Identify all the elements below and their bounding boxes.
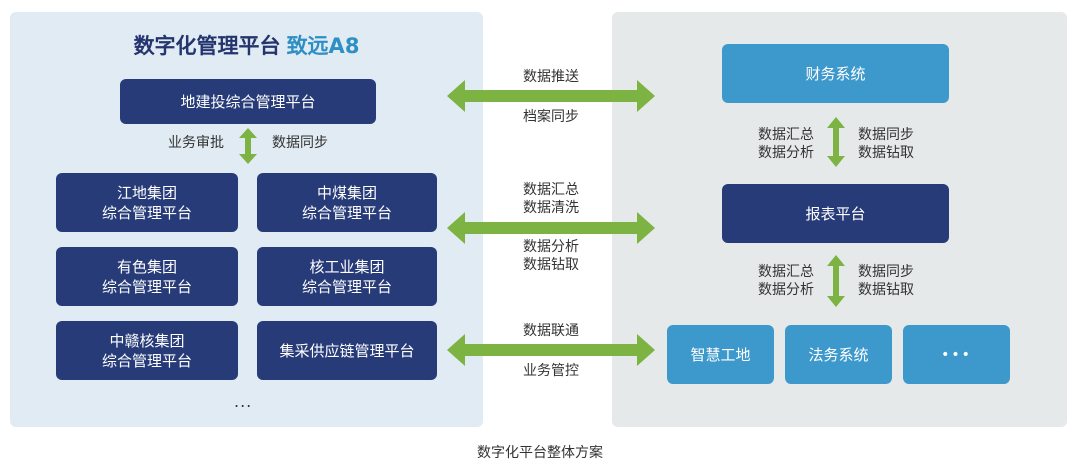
sync-vertical-arrow-right-2 [827,255,845,307]
report-platform-label: 报表平台 [805,204,866,223]
figure-caption: 数字化平台整体方案 [477,445,603,461]
arrow2-top-label: 数据汇总数据清洗 [505,181,597,217]
top-platform-label: 地建投综合管理平台 [180,92,316,111]
right-sync2-left-line1: 数据汇总 [758,264,814,280]
right-sync2-left-label: 数据汇总数据分析 [748,263,824,299]
group-box-line1: 集采供应链管理平台 [279,341,415,360]
sync-vertical-arrow-right-1 [827,117,845,167]
right-sync1-right-line2: 数据钻取 [858,145,914,161]
group-box-line2: 综合管理平台 [301,277,392,296]
arrow2-bottom-line1: 数据分析 [523,239,579,255]
right-sync1-left-label: 数据汇总数据分析 [748,126,824,162]
sync-vertical-arrow-left [239,128,257,164]
sync-label-data-sync: 数据同步 [272,135,328,151]
group-box-nuclear: 核工业集团综合管理平台 [257,247,437,306]
platform-title: 数字化管理平台 [133,34,281,58]
arrow2-top-line2: 数据清洗 [523,200,579,216]
right-sync1-left-line2: 数据分析 [758,145,814,161]
right-sync2-right-label: 数据同步数据钻取 [848,263,924,299]
right-sync2-left-line2: 数据分析 [758,282,814,298]
right-sync1-right-line1: 数据同步 [858,127,914,143]
arrow2-bottom-line2: 数据钻取 [523,257,579,273]
group-box-youse: 有色集团综合管理平台 [56,247,238,306]
right-sync1-left-line1: 数据汇总 [758,127,814,143]
legal-system-box: 法务系统 [785,325,892,384]
group-box-line1: 中赣核集团 [109,331,185,350]
left-panel-title: 数字化管理平台致远A8 [10,30,483,60]
arrow2-bottom-label: 数据分析数据钻取 [505,238,597,274]
group-box-zhonggan: 中赣核集团综合管理平台 [56,321,238,380]
more-systems-box: ••• [903,325,1010,384]
right-sync2-right-line2: 数据钻取 [858,282,914,298]
arrow1-top-label: 数据推送 [523,69,579,85]
group-box-jiangdi: 江地集团综合管理平台 [56,173,238,232]
group-box-line1: 有色集团 [116,257,177,276]
group-box-line1: 中煤集团 [316,183,377,202]
legal-system-label: 法务系统 [808,345,869,364]
report-platform-box: 报表平台 [722,184,949,243]
group-box-line2: 综合管理平台 [101,277,192,296]
group-box-line2: 综合管理平台 [301,203,392,222]
group-box-zhongmei: 中煤集团综合管理平台 [257,173,437,232]
finance-system-box: 财务系统 [722,44,949,103]
horizontal-double-arrow-1 [447,80,655,112]
right-sync2-right-line1: 数据同步 [858,264,914,280]
more-systems-label: ••• [941,346,972,363]
smart-site-box: 智慧工地 [667,325,774,384]
group-box-line2: 综合管理平台 [101,351,192,370]
smart-site-label: 智慧工地 [690,345,751,364]
sync-label-business-approval: 业务审批 [168,135,224,151]
arrow3-top-label: 数据联通 [523,323,579,339]
arrow3-bottom-label: 业务管控 [523,363,579,379]
group-box-line1: 江地集团 [116,183,177,202]
group-box-line1: 核工业集团 [309,257,385,276]
more-ellipsis-left: ... [234,392,253,411]
group-box-line2: 综合管理平台 [101,203,192,222]
horizontal-double-arrow-3 [447,334,655,366]
arrow2-top-line1: 数据汇总 [523,182,579,198]
horizontal-double-arrow-2 [447,212,655,244]
arrow1-bottom-label: 档案同步 [523,109,579,125]
top-platform-box: 地建投综合管理平台 [120,79,376,124]
finance-system-label: 财务系统 [805,64,866,83]
group-box-supply-chain: 集采供应链管理平台 [257,321,437,380]
brand-name: 致远A8 [286,34,360,58]
right-sync1-right-label: 数据同步数据钻取 [848,126,924,162]
